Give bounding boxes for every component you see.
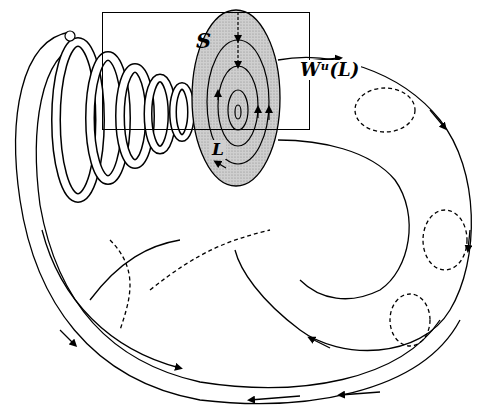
coils xyxy=(56,31,216,198)
unstable-manifold xyxy=(90,58,471,351)
section-disk xyxy=(192,10,280,186)
manifold-label: Wᵘ(L) xyxy=(298,60,361,80)
cycle-label: L xyxy=(210,140,226,159)
box-label: S xyxy=(196,29,211,52)
section-box: S xyxy=(102,12,310,130)
